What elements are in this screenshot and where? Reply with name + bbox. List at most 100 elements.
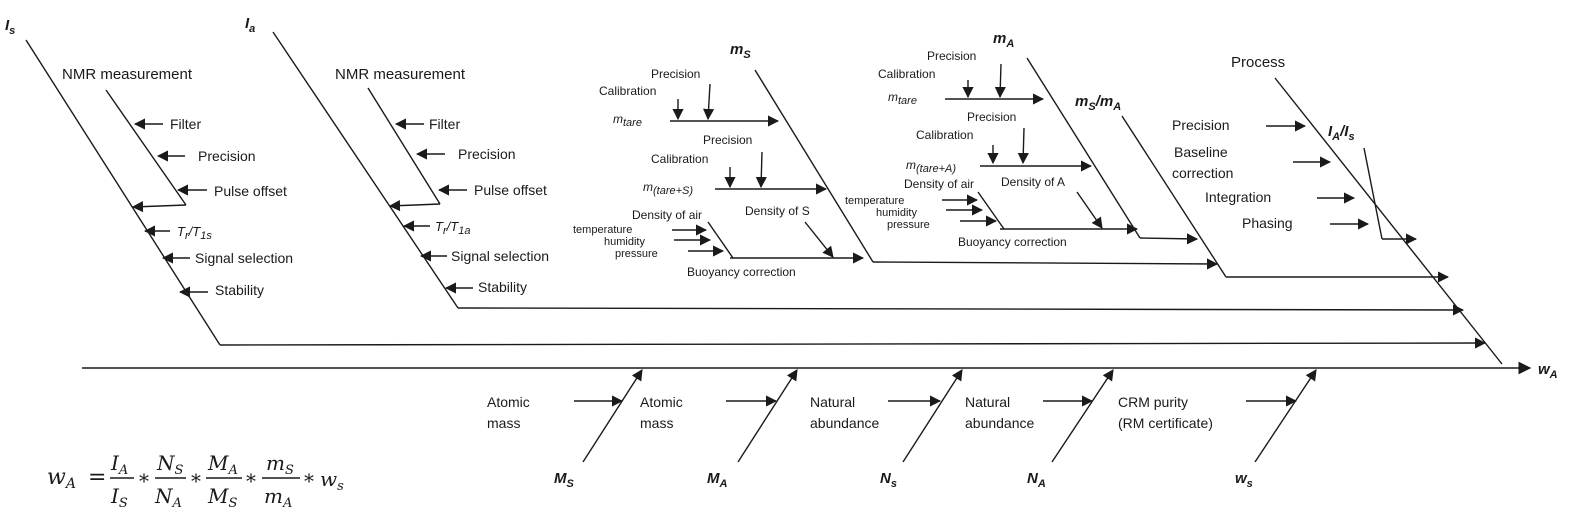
bottom-ws-cause-1: CRM purity: [1118, 394, 1188, 410]
cause-ia-precision: Precision: [458, 146, 516, 162]
branch-ia-heading: NMR measurement: [335, 66, 466, 83]
branch-ia-subbone: [367, 87, 441, 205]
eq-frac1-den: IS: [110, 484, 128, 511]
branch-ia-bone: [272, 31, 459, 309]
bottom-branch-ns: Natural abundance Ns: [810, 369, 963, 490]
eq-equals: =: [88, 465, 106, 490]
eq-frac4-den: mA: [264, 484, 292, 511]
bottom-branch-ws: CRM purity (RM certificate) ws: [1118, 369, 1317, 490]
cause-is-signal: Signal selection: [195, 250, 293, 266]
branch-ms-connector: [872, 258, 1219, 270]
bottom-branch-na: Natural abundance NA: [965, 369, 1114, 490]
ms-env-pressure: pressure: [615, 248, 658, 260]
bottom-ns-bone: [902, 369, 963, 463]
ma-tare-label: mtare: [888, 90, 917, 107]
branch-ma-connector: [1139, 233, 1199, 245]
ma-buoyancy: Buoyancy correction: [958, 235, 1067, 249]
ms-density-s-arrow: [804, 221, 834, 258]
ma-env-humidity: humidity: [876, 207, 917, 219]
ma-density-air: Density of air: [904, 177, 974, 191]
cause-is-filter: Filter: [170, 116, 201, 132]
bottom-ma-cause-2: mass: [640, 415, 673, 431]
branch-ia-title: Ia: [245, 15, 255, 35]
bottom-na-cause-2: abundance: [965, 415, 1035, 431]
equation: wA = IA IS * NS NA * MA MS * mS mA * ws: [47, 451, 344, 511]
branch-ia: Ia NMR measurement Filter Precision Puls…: [245, 15, 1465, 316]
branch-ma-bone: [1026, 57, 1141, 239]
cause-ia-stability: Stability: [478, 279, 527, 295]
cause-is-pulse: Pulse offset: [214, 183, 287, 199]
branch-is: Is NMR measurement Filter Precision Puls…: [5, 17, 1487, 349]
process-correction: correction: [1172, 165, 1233, 181]
cause-is-stability: Stability: [215, 282, 264, 298]
cause-ia-filter: Filter: [429, 116, 460, 132]
branch-process: Process IA/Is Precision Baseline correct…: [1172, 54, 1503, 365]
ms-density-s: Density of S: [745, 204, 810, 218]
ms-tares-precision: Precision: [703, 133, 752, 147]
process-precision: Precision: [1172, 117, 1230, 133]
bottom-ws-bone: [1254, 369, 1317, 463]
branch-is-connector: [219, 337, 1487, 349]
bottom-na-bone: [1051, 369, 1114, 463]
cause-ia-pulse: Pulse offset: [474, 182, 547, 198]
branch-ma-title: mA: [993, 30, 1014, 50]
ms-density-air: Density of air: [632, 208, 702, 222]
bottom-na-label: NA: [1027, 470, 1046, 490]
ma-tarea-precision: Precision: [967, 110, 1016, 124]
ma-density-a-arrow: [1076, 191, 1103, 229]
branch-ia-connector: [457, 304, 1465, 316]
ms-tares-prec-arrow: [755, 151, 767, 189]
bottom-ms-cause-2: mass: [487, 415, 520, 431]
branch-ms-title: mS: [730, 41, 751, 61]
branch-is-sub-arrow: [131, 201, 187, 213]
bottom-ms-bone: [582, 369, 643, 463]
eq-frac3-num: MA: [207, 451, 238, 478]
branch-ms: mS Precision Calibration mtare Precision…: [573, 41, 1219, 279]
effect-label: wA: [1538, 361, 1558, 381]
eq-frac4-num: mS: [266, 451, 294, 478]
ms-tare-label: mtare: [613, 112, 642, 129]
eq-times-1: *: [139, 469, 149, 493]
process-bone: [1274, 77, 1503, 365]
eq-frac3-den: MS: [207, 484, 237, 511]
eq-frac2-den: NA: [154, 484, 182, 511]
bottom-ws-label: ws: [1235, 470, 1253, 490]
bottom-ns-cause-1: Natural: [810, 394, 855, 410]
branch-ia-sub-arrow: [388, 200, 441, 212]
bottom-na-cause-1: Natural: [965, 394, 1010, 410]
branch-is-heading: NMR measurement: [62, 66, 193, 83]
ms-tares-label: m(tare+S): [643, 180, 693, 197]
eq-times-2: *: [191, 469, 201, 493]
bottom-branch-ma: Atomic mass MA: [640, 369, 798, 490]
cause-is-precision: Precision: [198, 148, 256, 164]
ma-density-a: Density of A: [1001, 175, 1065, 189]
ma-tarea-calibration: Calibration: [916, 128, 973, 142]
ma-env-temperature: temperature: [845, 195, 904, 207]
branch-is-title: Is: [5, 17, 15, 37]
cause-ia-signal: Signal selection: [451, 248, 549, 264]
process-phasing: Phasing: [1242, 215, 1293, 231]
eq-times-4: *: [304, 469, 314, 493]
process-subbone: [1363, 147, 1383, 240]
ma-tarea-label: m(tare+A): [906, 158, 956, 175]
bottom-ms-label: MS: [554, 470, 575, 490]
ms-tare-precision: Precision: [651, 67, 700, 81]
eq-times-3: *: [246, 469, 256, 493]
ma-env-pressure: pressure: [887, 219, 930, 231]
branch-is-bone: [25, 39, 221, 346]
bottom-ns-label: Ns: [880, 470, 897, 490]
ratio-m-label: mS/mA: [1075, 93, 1121, 113]
process-integration: Integration: [1205, 189, 1271, 205]
ms-env-humidity: humidity: [604, 236, 645, 248]
process-ratio-label: IA/Is: [1328, 123, 1355, 143]
eq-frac1-num: IA: [110, 451, 128, 478]
branch-ma: mA Precision Calibration mtare Precision…: [845, 30, 1199, 249]
ma-tare-prec-arrow: [994, 63, 1006, 99]
bottom-ws-cause-2: (RM certificate): [1118, 415, 1213, 431]
ms-tares-calibration: Calibration: [651, 152, 708, 166]
ms-tare-prec-arrow: [702, 83, 715, 121]
eq-frac2-num: NS: [156, 451, 184, 478]
bottom-ma-label: MA: [707, 470, 728, 490]
branch-ms-bone: [754, 69, 874, 263]
